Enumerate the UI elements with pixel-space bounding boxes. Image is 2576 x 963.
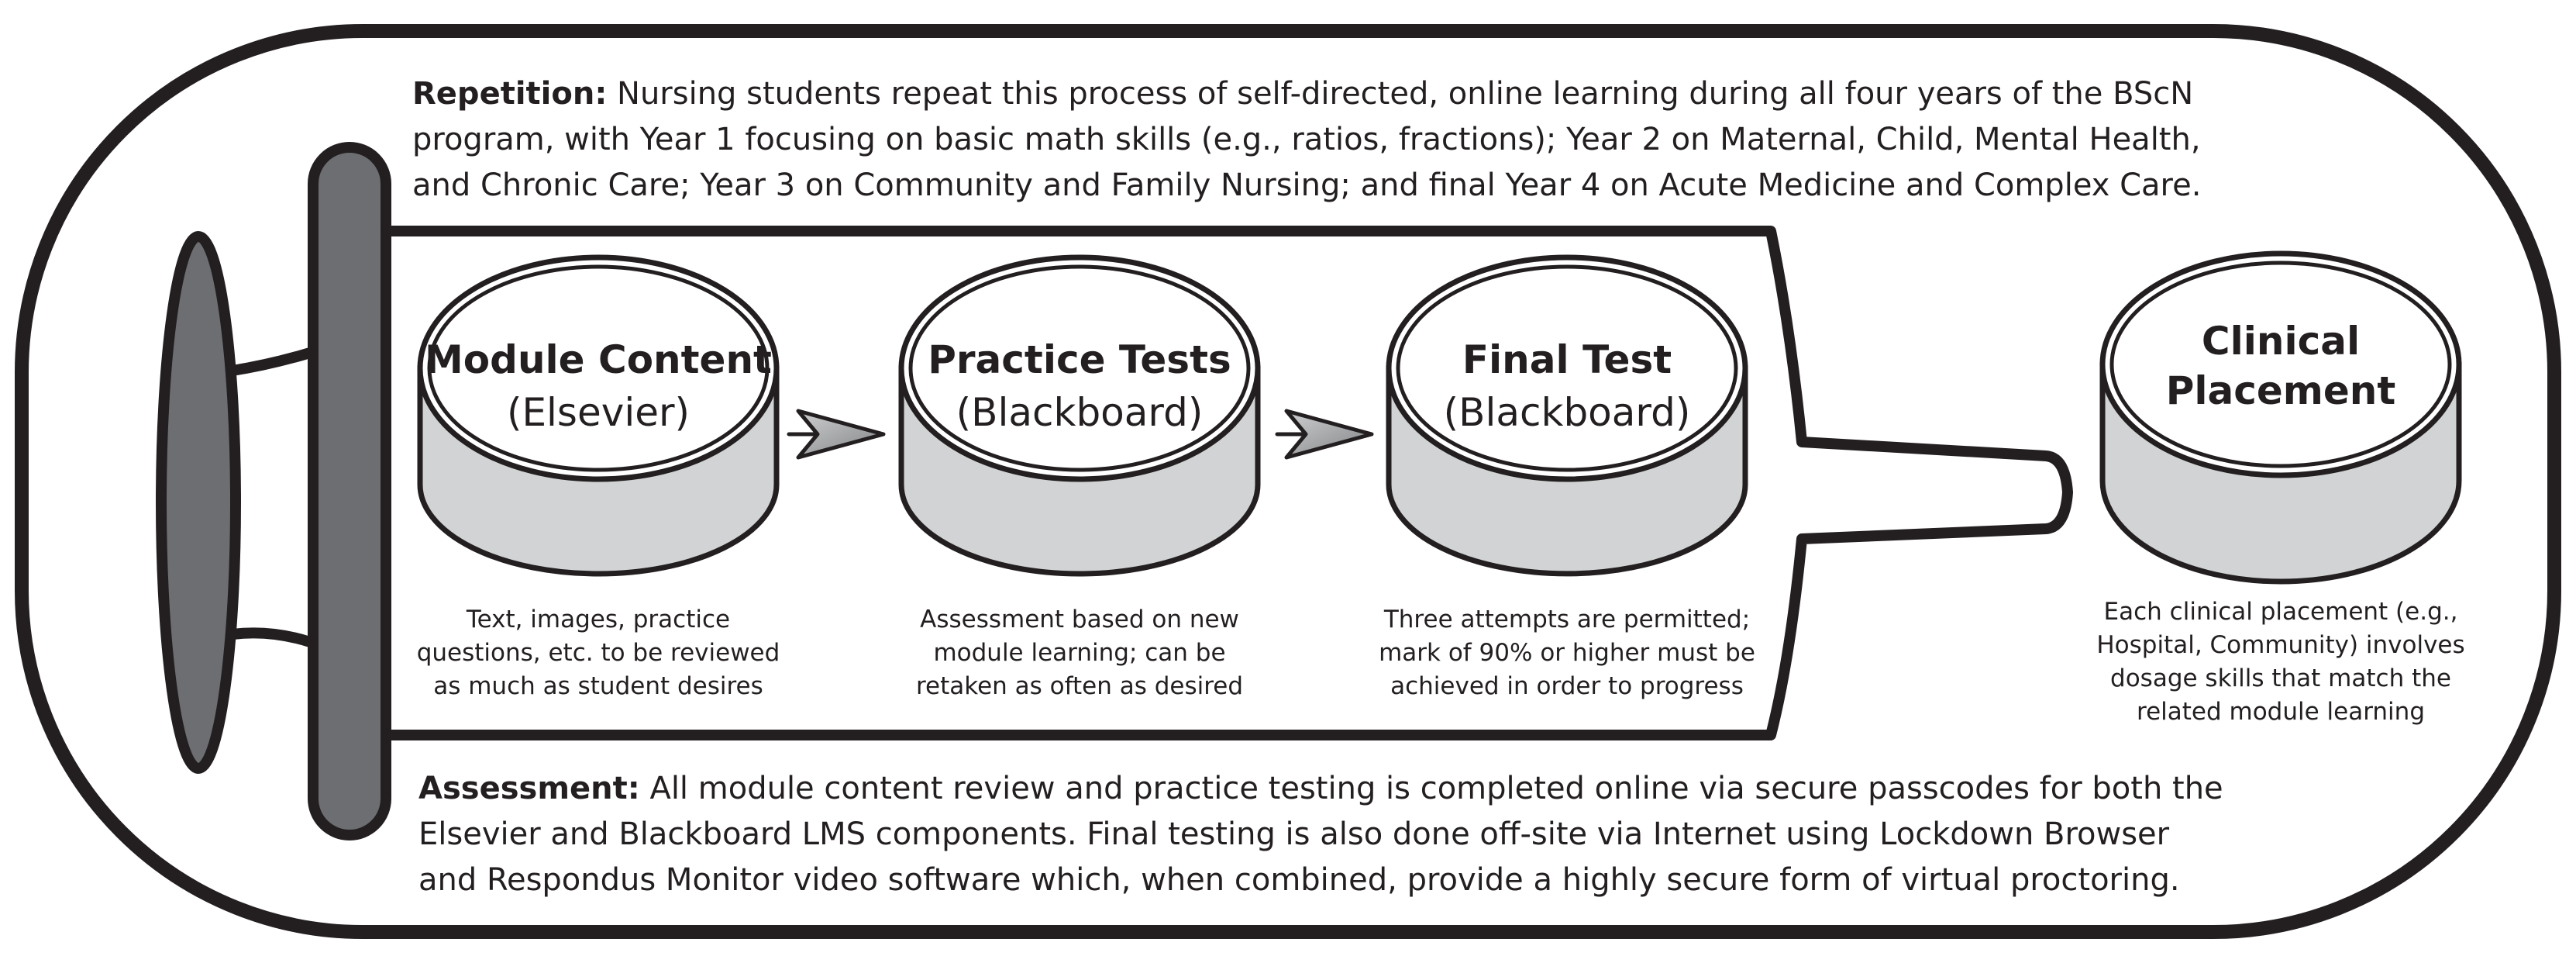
stage-title: Practice Tests bbox=[928, 337, 1231, 382]
repetition-line: Nursing students repeat this process of … bbox=[617, 76, 2194, 112]
caption-line: Each clinical placement (e.g., bbox=[2103, 598, 2458, 626]
disk-final-test bbox=[1386, 254, 1748, 577]
repetition-label: Repetition: bbox=[412, 76, 608, 112]
caption-line: questions, etc. to be reviewed bbox=[416, 639, 780, 667]
stage-subtitle: (Blackboard) bbox=[1443, 390, 1691, 435]
assessment-paragraph: Assessment: All module content review an… bbox=[418, 766, 2223, 903]
repetition-paragraph: Repetition: Nursing students repeat this… bbox=[412, 71, 2201, 209]
stage-caption: Each clinical placement (e.g., Hospital,… bbox=[2079, 595, 2482, 729]
arrow-right-icon bbox=[787, 409, 886, 460]
caption-line: mark of 90% or higher must be bbox=[1379, 639, 1755, 667]
connector-top bbox=[231, 347, 312, 376]
caption-line: dosage skills that match the bbox=[2110, 664, 2451, 692]
caption-line: Assessment based on new bbox=[920, 606, 1239, 633]
stage-subtitle: (Blackboard) bbox=[956, 390, 1204, 435]
repetition-line: and Chronic Care; Year 3 on Community an… bbox=[412, 167, 2202, 203]
assessment-line: All module content review and practice t… bbox=[649, 771, 2223, 806]
caption-line: Three attempts are permitted; bbox=[1383, 606, 1751, 633]
assessment-line: Elsevier and Blackboard LMS components. … bbox=[418, 816, 2170, 852]
caption-line: Text, images, practice bbox=[466, 606, 731, 633]
caption-line: as much as student desires bbox=[433, 672, 763, 700]
caption-line: Hospital, Community) involves bbox=[2096, 631, 2465, 659]
caption-line: achieved in order to progress bbox=[1390, 672, 1744, 700]
connector-bottom bbox=[232, 627, 312, 647]
disk-module-content bbox=[417, 254, 780, 577]
plunger-thumb bbox=[156, 231, 241, 774]
stage-title: Clinical Placement bbox=[2095, 316, 2467, 416]
disk-clinical-placement bbox=[2099, 250, 2462, 585]
stage-subtitle: (Elsevier) bbox=[506, 390, 690, 435]
caption-line: related module learning bbox=[2137, 698, 2425, 726]
caption-line: retaken as often as desired bbox=[915, 672, 1244, 700]
repetition-line: program, with Year 1 focusing on basic m… bbox=[412, 122, 2201, 157]
caption-line: module learning; can be bbox=[933, 639, 1226, 667]
stage-caption: Assessment based on new module learning;… bbox=[878, 603, 1281, 703]
stage-title-line: Placement bbox=[2165, 368, 2396, 413]
assessment-line: and Respondus Monitor video software whi… bbox=[418, 862, 2180, 898]
stage-title-line: Clinical bbox=[2201, 319, 2361, 364]
arrow-right-icon bbox=[1275, 409, 1374, 460]
stage-title: Module Content bbox=[425, 337, 772, 382]
stage-caption: Text, images, practice questions, etc. t… bbox=[397, 603, 800, 703]
disk-practice-tests bbox=[898, 254, 1261, 577]
stage-caption: Three attempts are permitted; mark of 90… bbox=[1365, 603, 1768, 703]
stage-title: Final Test bbox=[1462, 337, 1672, 382]
plunger-rod bbox=[308, 142, 391, 840]
assessment-label: Assessment: bbox=[418, 771, 640, 806]
